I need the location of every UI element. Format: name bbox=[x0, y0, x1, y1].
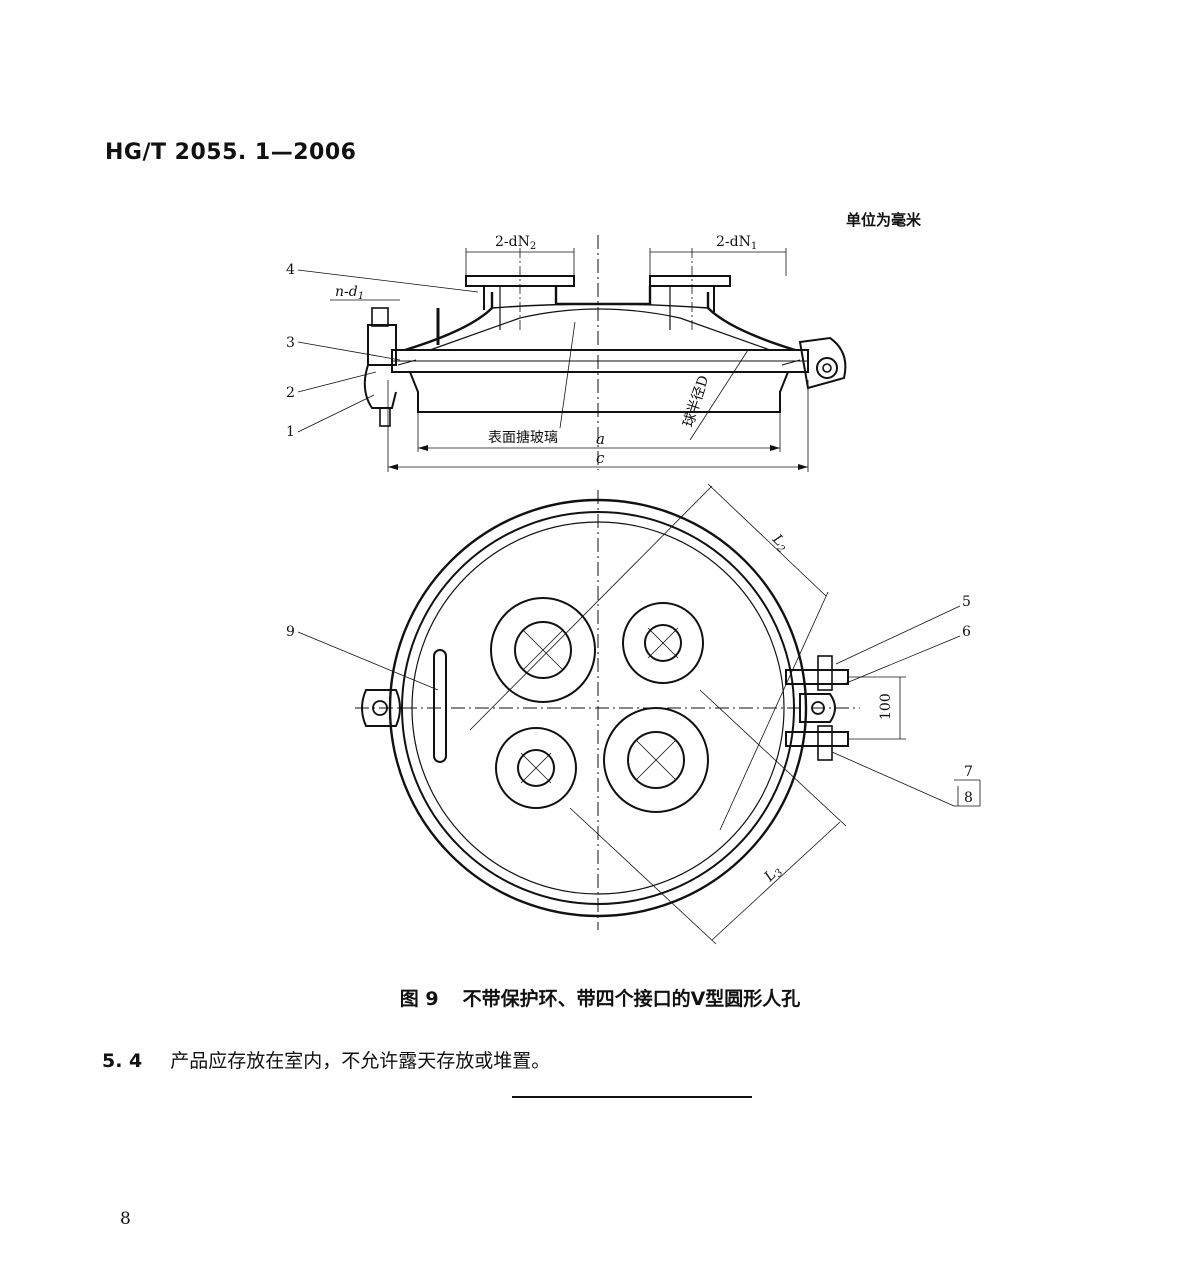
label-sphere-radius: 球半径D bbox=[681, 374, 713, 430]
figure-title: 不带保护环、带四个接口的Ⅴ型圆形人孔 bbox=[462, 988, 801, 1010]
clause-5-4: 5. 4 产品应存放在室内，不允许露天存放或堆置。 bbox=[102, 1046, 550, 1073]
units-note: 单位为毫米 bbox=[846, 211, 922, 229]
dim-l2: L2 bbox=[767, 531, 792, 556]
callout-2: 2 bbox=[286, 385, 295, 401]
standard-code: HG/T 2055. 1—2006 bbox=[105, 140, 357, 165]
roughness-bottom: 8 bbox=[964, 790, 973, 806]
callout-4: 4 bbox=[286, 262, 295, 278]
callout-9: 9 bbox=[286, 624, 295, 640]
label-nozzle-right: 2-dN1 bbox=[716, 234, 757, 252]
callout-6: 6 bbox=[962, 624, 971, 640]
page-number: 8 bbox=[120, 1209, 131, 1229]
dim-a: a bbox=[596, 430, 605, 448]
dim-l3: L3 bbox=[761, 862, 786, 887]
label-coating: 表面搪玻璃 bbox=[488, 429, 558, 446]
callout-3: 3 bbox=[286, 335, 295, 351]
callout-1: 1 bbox=[286, 424, 295, 440]
end-rule bbox=[512, 1096, 752, 1098]
dim-100: 100 bbox=[878, 693, 894, 720]
callout-5: 5 bbox=[962, 594, 971, 610]
label-nozzle-left: 2-dN2 bbox=[495, 234, 536, 252]
figure-caption: 图 9 不带保护环、带四个接口的Ⅴ型圆形人孔 bbox=[0, 984, 1200, 1011]
dim-c: c bbox=[596, 449, 605, 467]
clause-number: 5. 4 bbox=[102, 1050, 143, 1072]
clause-text: 产品应存放在室内，不允许露天存放或堆置。 bbox=[170, 1050, 551, 1072]
label-bolt-n: n-d1 bbox=[335, 284, 364, 302]
technical-drawing: 2-dN2 2-dN1 n-d1 表面搪玻璃 球半径D a c L2 L3 10… bbox=[286, 234, 981, 945]
figure-number: 图 9 bbox=[399, 988, 439, 1010]
roughness-top: 7 bbox=[964, 764, 973, 780]
